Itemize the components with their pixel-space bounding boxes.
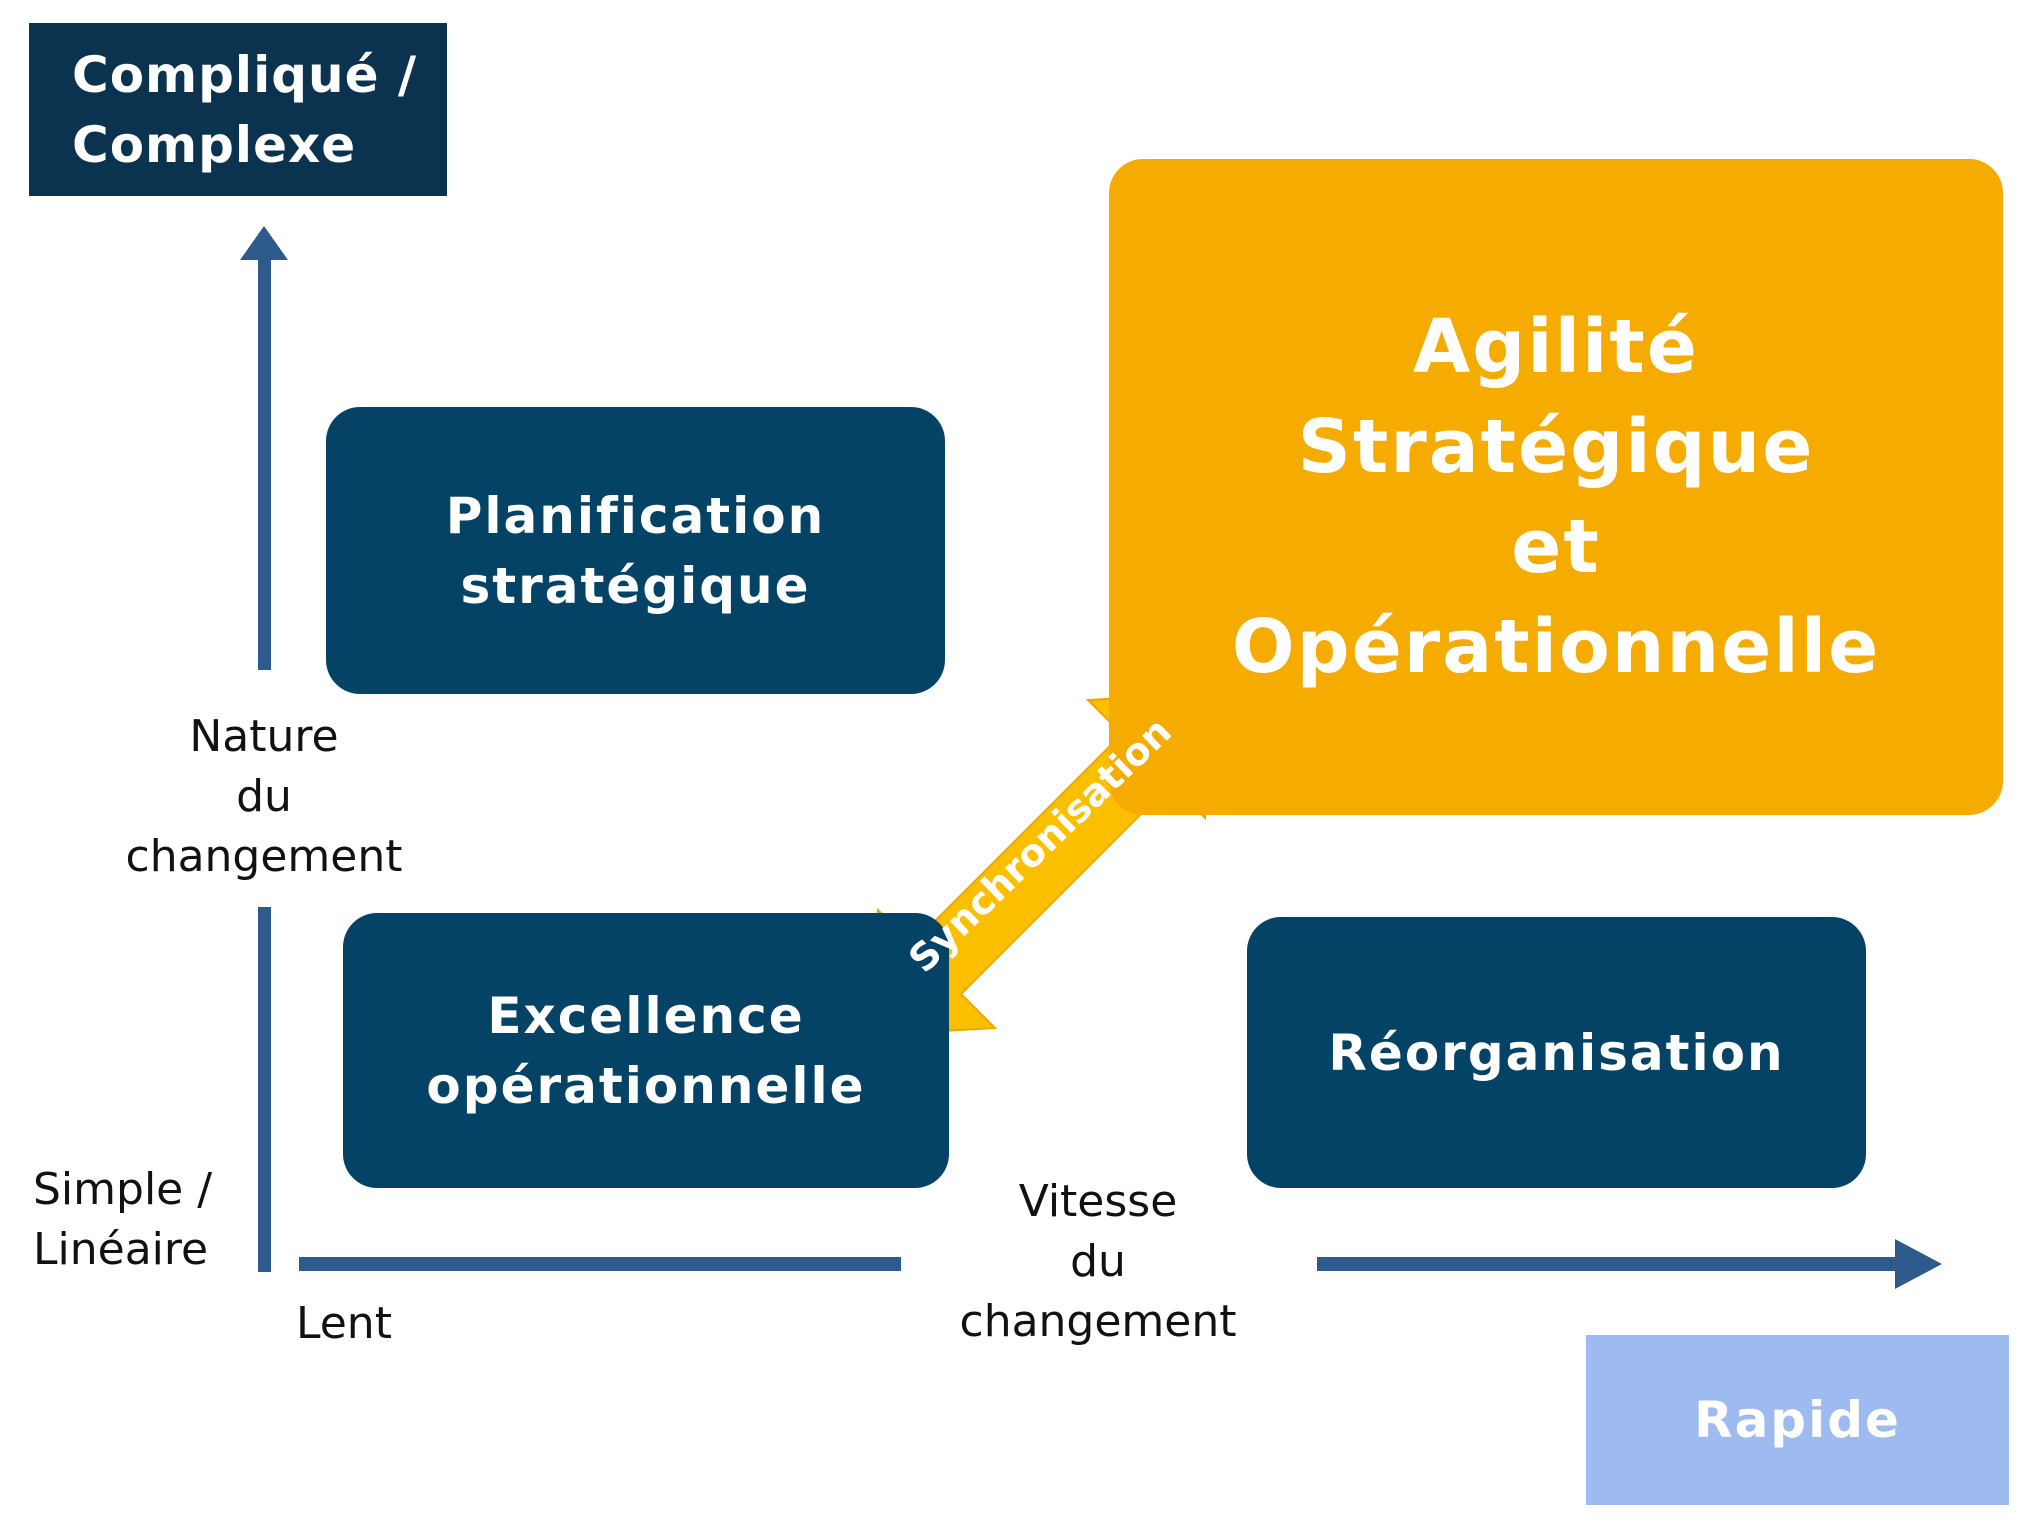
quadrant-label-line: Opérationnelle (1231, 604, 1881, 690)
quadrant-label: Réorganisation (1328, 1023, 1785, 1082)
vertical-axis-arrow (240, 226, 288, 1272)
x-axis-left-label: Lent (296, 1298, 392, 1349)
quadrant-planification-strategique: Planification stratégique (326, 407, 945, 694)
x-axis-right-label: Rapide (1586, 1335, 2009, 1505)
quadrant-label-line: Excellence (487, 986, 805, 1045)
y-top-label-line: Compliqué / (72, 45, 418, 104)
quadrant-label-line: Stratégique (1297, 404, 1815, 490)
y-axis-top-label: Compliqué / Complexe (29, 23, 447, 196)
x-title-line: changement (959, 1296, 1237, 1347)
y-top-label-line: Complexe (72, 115, 357, 174)
x-right-label-text: Rapide (1694, 1391, 1901, 1449)
x-title-line: du (1070, 1236, 1126, 1287)
y-axis-title: Nature du changement (104, 707, 424, 887)
x-axis-title: Vitesse du changement (938, 1172, 1258, 1352)
quadrant-agilite-strategique-operationnelle: Agilité Stratégique et Opérationnelle (1109, 159, 2003, 815)
quadrant-label-line: opérationnelle (426, 1056, 866, 1115)
horizontal-axis-arrow (299, 1239, 1942, 1289)
y-axis-bottom-label: Simple / Linéaire (33, 1160, 212, 1280)
quadrant-reorganisation: Réorganisation (1247, 917, 1866, 1188)
y-bottom-label-line: Simple / (33, 1164, 213, 1215)
quadrant-label-line: stratégique (460, 556, 811, 615)
y-title-line: changement (125, 831, 403, 882)
quadrant-label-line: Planification (445, 486, 826, 545)
y-bottom-label-line: Linéaire (33, 1224, 209, 1275)
quadrant-label-line: Agilité (1413, 304, 1699, 390)
x-title-line: Vitesse (1018, 1176, 1178, 1227)
quadrant-excellence-operationnelle: Excellence opérationnelle (343, 913, 949, 1188)
quadrant-label-line: et (1511, 504, 1601, 590)
y-title-line: du (236, 771, 292, 822)
y-title-line: Nature (189, 711, 339, 762)
